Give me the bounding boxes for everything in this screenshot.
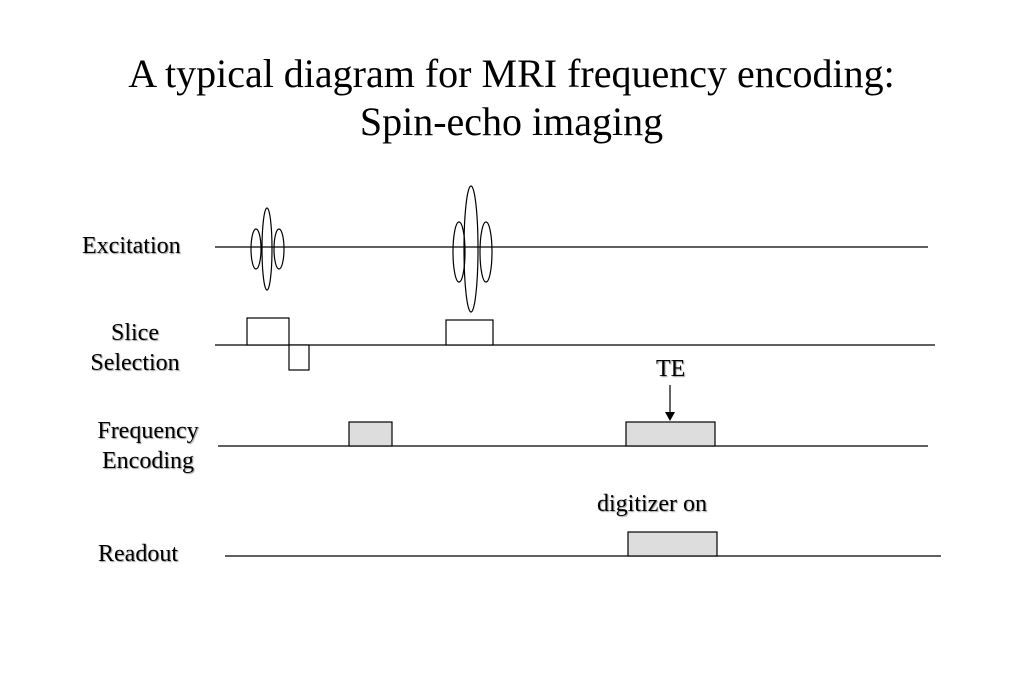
frequency-dephase-lobe	[348, 421, 393, 447]
frequency-readout-lobe	[625, 421, 716, 447]
rf-pulse-180-right-lobe	[479, 221, 493, 283]
rf-pulse-180-main-lobe	[463, 185, 479, 313]
freq-label-line-1: Frequency	[97, 418, 199, 444]
slice-label-line-1: Slice	[111, 320, 159, 346]
readout-label: Readout	[98, 541, 178, 567]
title-line-1: A typical diagram for MRI frequency enco…	[128, 51, 895, 96]
slice-gradient-lobe-1	[246, 317, 290, 346]
slice-selection-label: Slice Selection	[72, 318, 198, 378]
slice-gradient-lobe-2	[445, 319, 494, 346]
rf-pulse-180	[452, 185, 493, 313]
freq-label-line-2: Encoding	[102, 448, 194, 474]
te-label: TE	[656, 356, 686, 382]
title-line-2: Spin-echo imaging	[359, 99, 664, 144]
digitizer-on-label: digitizer on	[597, 491, 707, 517]
digitizer-window	[627, 531, 718, 557]
excitation-label: Excitation	[82, 233, 181, 259]
rf-pulse-90	[250, 207, 285, 291]
rf-pulse-180-left-lobe	[452, 221, 466, 283]
slice-rephase-lobe	[288, 344, 310, 371]
rf-pulse-90-right-lobe	[273, 228, 285, 270]
slide-title: A typical diagram for MRI frequency enco…	[0, 50, 1023, 146]
te-arrow	[665, 385, 675, 421]
rf-pulse-90-main-lobe	[261, 207, 273, 291]
frequency-encoding-label: Frequency Encoding	[78, 416, 218, 476]
rf-pulse-90-left-lobe	[250, 228, 262, 270]
slice-label-line-2: Selection	[90, 350, 180, 376]
